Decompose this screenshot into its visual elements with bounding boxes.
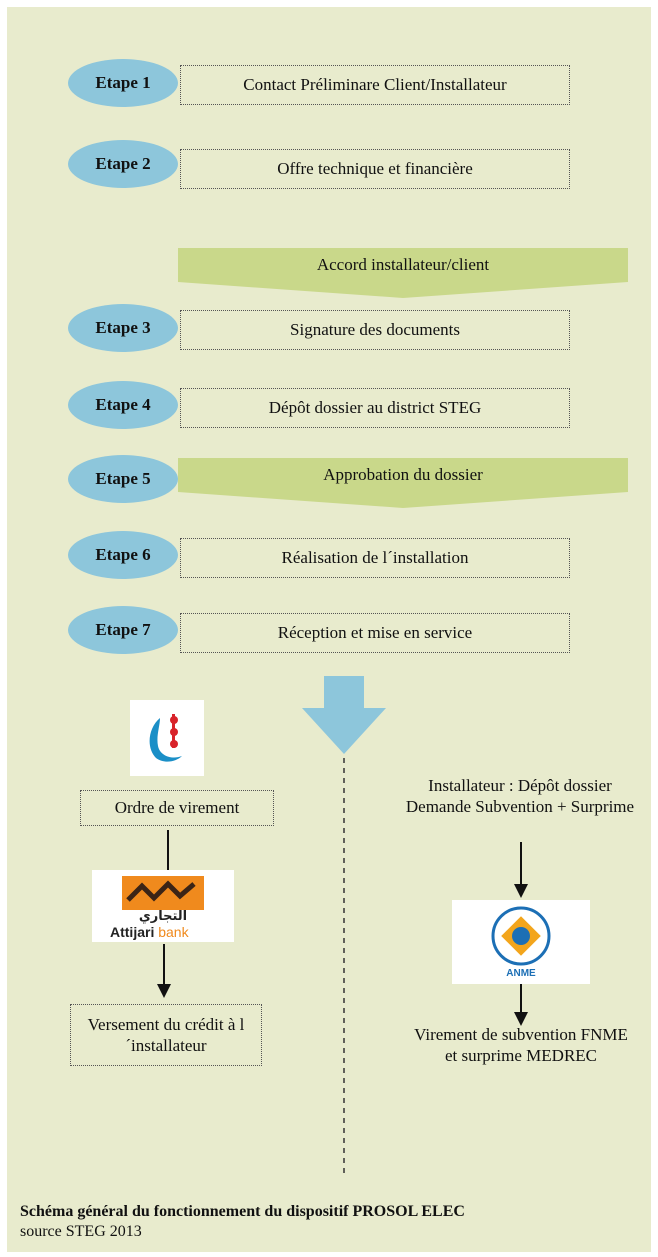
anme-emblem-icon: [491, 906, 551, 966]
accord-banner: Accord installateur/client: [178, 248, 628, 298]
approbation-banner: Approbation du dossier: [178, 458, 628, 508]
step-7-text: Réception et mise en service: [277, 623, 473, 642]
step-7-pill: Etape 7: [68, 606, 178, 654]
step-2-pill: Etape 2: [68, 140, 178, 188]
accord-text: Accord installateur/client: [316, 255, 490, 274]
step-6-label: Etape 6: [95, 545, 151, 564]
step-2-box: Offre technique et financière: [180, 149, 570, 189]
virement-subvention-text: Virement de subvention FNME et surprime …: [414, 1025, 628, 1065]
step-4-text: Dépôt dossier au district STEG: [268, 398, 482, 417]
step-1-text: Contact Préliminare Client/Installateur: [243, 75, 507, 94]
step-5-pill: Etape 5: [68, 455, 178, 503]
step-3-pill: Etape 3: [68, 304, 178, 352]
step-4-box: Dépôt dossier au district STEG: [180, 388, 570, 428]
left-bank-logo: [130, 700, 204, 776]
ordre-virement-text: Ordre de virement: [114, 798, 240, 817]
anme-logo: ANME: [452, 900, 590, 984]
ordre-virement-box: Ordre de virement: [80, 790, 274, 826]
attijari-latin-text: Attijari bank: [110, 924, 189, 940]
attijari-name: Attijari: [110, 924, 155, 940]
step-2-text: Offre technique et financière: [277, 159, 473, 178]
step-6-pill: Etape 6: [68, 531, 178, 579]
versement-text: Versement du crédit à l´installateur: [87, 1015, 245, 1055]
caption-source: source STEG 2013: [20, 1223, 142, 1240]
step-3-box: Signature des documents: [180, 310, 570, 350]
step-6-text: Réalisation de l´installation: [281, 548, 469, 567]
diagram-caption: Schéma général du fonctionnement du disp…: [20, 1202, 465, 1242]
step-6-box: Réalisation de l´installation: [180, 538, 570, 578]
attijari-bank-suffix: bank: [158, 924, 189, 940]
step-7-box: Réception et mise en service: [180, 613, 570, 653]
approbation-banner-shape: [178, 458, 628, 508]
depot-dossier-text: Installateur : Dépôt dossier Demande Sub…: [405, 776, 635, 816]
right-arrow-2: [514, 984, 528, 1026]
step-5-text: Approbation du dossier: [323, 465, 483, 484]
caption-title: Schéma général du fonctionnement du disp…: [20, 1203, 465, 1220]
left-arrow-2: [157, 944, 171, 998]
arabesque-logo-icon: [149, 714, 182, 762]
attijari-zigzag-icon: [126, 880, 196, 902]
step-5-label: Etape 5: [95, 469, 151, 488]
center-dashed-divider: [343, 758, 345, 1178]
accord-banner-shape: [178, 248, 628, 298]
step-4-pill: Etape 4: [68, 381, 178, 429]
step-1-pill: Etape 1: [68, 59, 178, 107]
step-1-box: Contact Préliminare Client/Installateur: [180, 65, 570, 105]
step-3-text: Signature des documents: [290, 320, 460, 339]
big-down-arrow: [302, 676, 386, 754]
attijari-arabic-text: التجاري: [138, 909, 188, 924]
versement-box: Versement du crédit à l´installateur: [70, 1004, 262, 1066]
step-3-label: Etape 3: [95, 318, 151, 337]
attijari-bank-logo: التجاري Attijari bank: [92, 870, 234, 942]
anme-logo-text: ANME: [506, 968, 536, 979]
step-4-label: Etape 4: [95, 395, 151, 414]
step-1-label: Etape 1: [95, 73, 151, 92]
right-arrow-1: [514, 842, 528, 898]
step-7-label: Etape 7: [95, 620, 151, 639]
step-2-label: Etape 2: [95, 154, 151, 173]
attijari-logo-mark: [122, 876, 204, 910]
